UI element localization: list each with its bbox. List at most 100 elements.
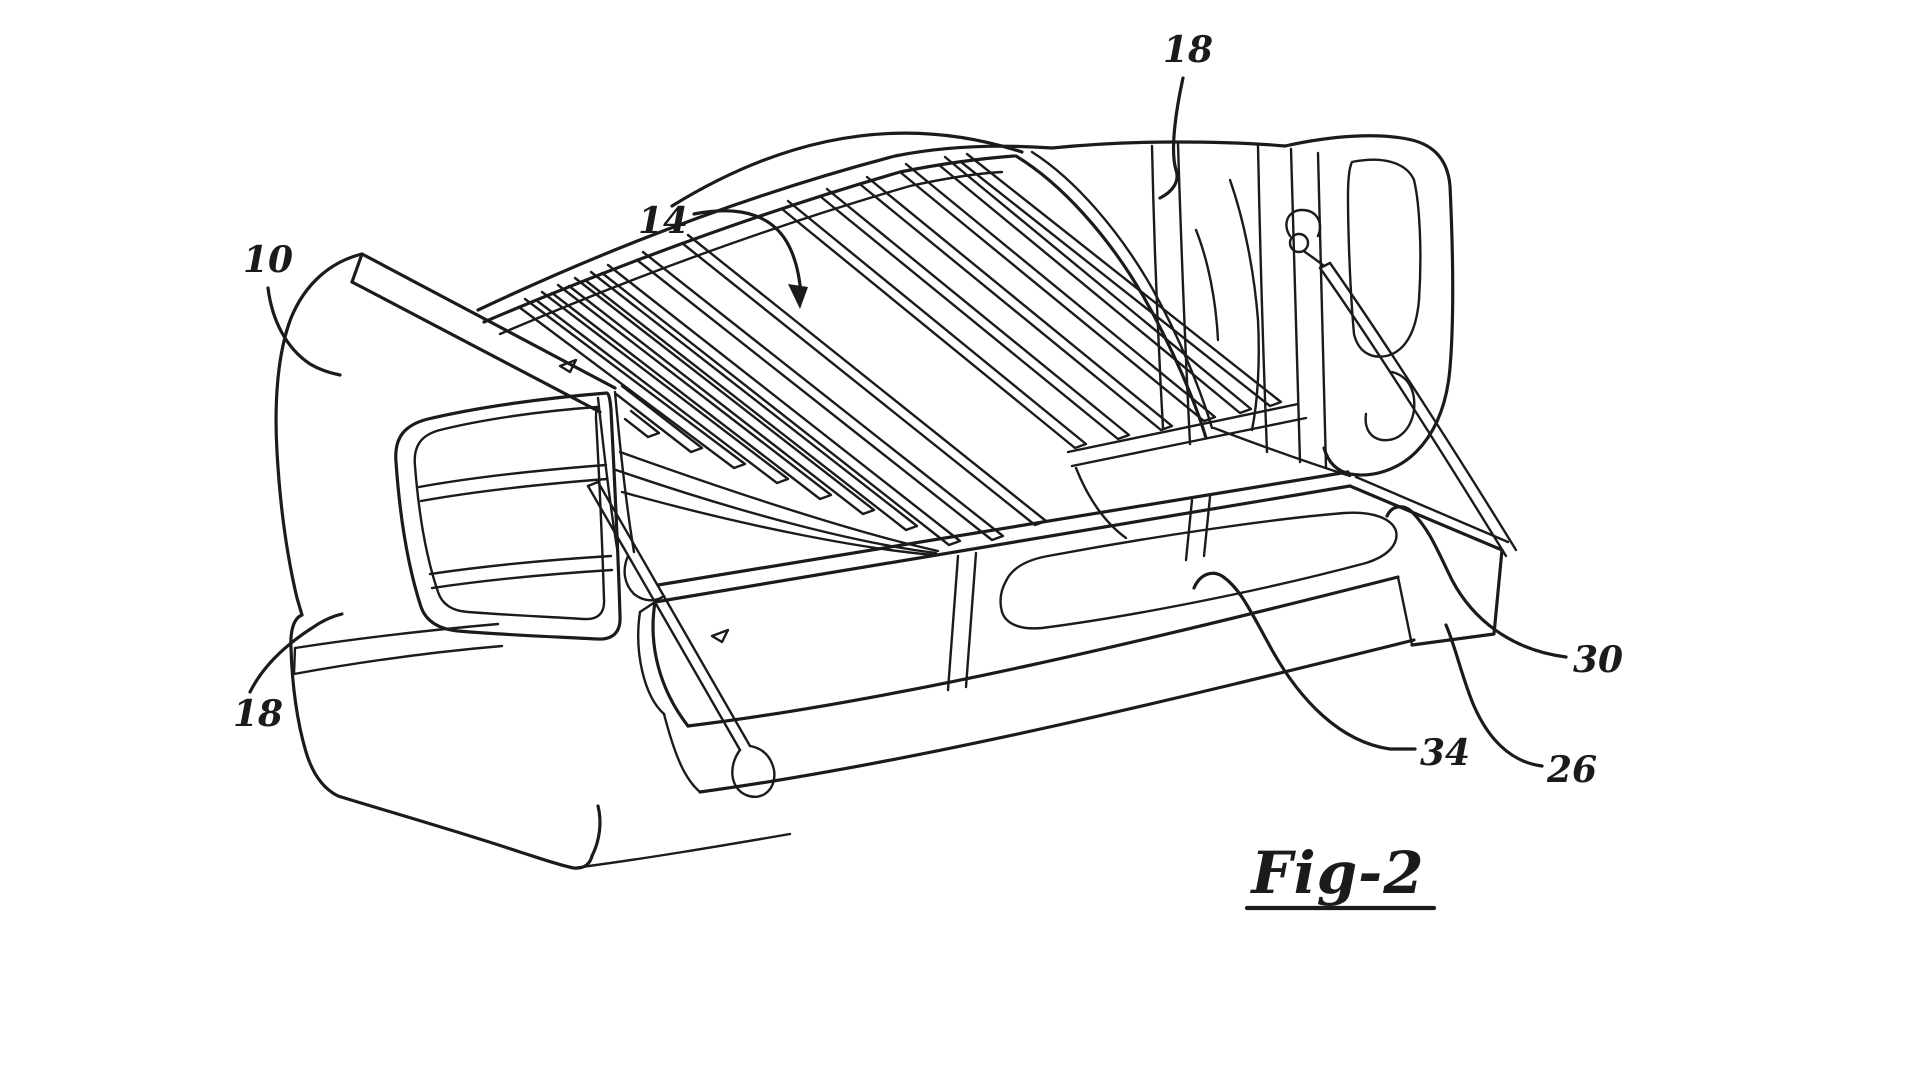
floor-rib (819, 187, 1131, 441)
taillight-left-outer (394, 391, 622, 641)
ref-label-26: 26 (1546, 749, 1597, 791)
annotations: 18 10 14 18 30 34 26 Fig-2 (233, 29, 1623, 911)
floor-rib (898, 162, 1217, 423)
left-wall-inner-edge-b (596, 396, 620, 556)
tailgate-cables (586, 261, 1518, 798)
bumper-outline (289, 613, 594, 870)
stake-pocket-mark (558, 358, 578, 374)
floor-rib (937, 155, 1253, 415)
right-sill-lower (1070, 416, 1308, 468)
tailgate-left-edge (651, 600, 690, 728)
floor-rib (567, 276, 876, 516)
pillar-detail-b (1228, 178, 1260, 432)
floor-rib (534, 290, 790, 485)
left-rail-end-cap (350, 252, 364, 284)
left-cable-top-cap (586, 480, 600, 488)
ref-label-10: 10 (243, 239, 293, 281)
leader-14-arrowhead (788, 284, 808, 309)
cable-anchor-link (1303, 250, 1326, 268)
bed-floor (517, 152, 1283, 644)
floor-rib (959, 152, 1283, 408)
tailgate-left-cap-outer (637, 610, 666, 716)
ref-label-18-left: 18 (233, 693, 283, 735)
leader-18-left (248, 612, 344, 694)
floor-rib (600, 263, 962, 547)
taillight-divider-1b (419, 477, 609, 503)
sill-line-2 (614, 468, 938, 555)
right-latch-pocket-edge (1074, 466, 1128, 540)
underbody-sweep (572, 832, 792, 870)
right-cable-line-b (1328, 261, 1518, 552)
ref-label-18-top: 18 (1163, 29, 1213, 71)
pillar-line-4 (1289, 147, 1302, 464)
tailgate-seam-b (964, 551, 978, 689)
right-rail-top-edge (1050, 140, 1287, 150)
left-rail-inner-edge (350, 280, 602, 414)
tailgate-seam-d (1202, 495, 1212, 558)
sill-line-3 (620, 490, 936, 557)
floor-rib (623, 409, 661, 439)
taillight-divider-2a (428, 554, 613, 576)
leader-10 (266, 286, 342, 377)
tailgate-seam-c (1184, 498, 1194, 562)
right-cable-line-a (1318, 266, 1508, 558)
left-cable-end-loop (731, 744, 776, 798)
floor-rib (635, 250, 1005, 542)
bed-right-side (1014, 134, 1455, 540)
tailgate-seam-a (946, 554, 960, 692)
tailgate-hinge-edge-inner (653, 484, 1352, 604)
tailgate-front-face-bottom (698, 638, 1416, 794)
left-cable-line-a (586, 484, 742, 752)
bulkhead-top-edge (476, 144, 1054, 312)
leader-18-top (1158, 76, 1185, 200)
bumper-top-band-lower (292, 644, 504, 676)
taillight-right-lower-detail (1364, 370, 1416, 442)
striker-ring (1288, 232, 1310, 254)
right-cable-top-cap (1318, 261, 1332, 270)
bed-left-side (274, 252, 792, 870)
pillar-line-5 (1316, 151, 1328, 470)
front-bulkhead (476, 131, 1054, 336)
left-cable-line-b (596, 480, 752, 748)
bumper-top-band-upper (293, 622, 500, 650)
tailgate-hinge-edge-outer (656, 470, 1350, 587)
left-wall-inner-edge-a (613, 390, 636, 554)
bumper-band-cap (292, 646, 297, 676)
tailgate-left-cap-top (638, 600, 657, 614)
tailgate-left-cap-bottom (662, 712, 702, 794)
drain-hole-mark (710, 628, 730, 644)
tailgate-right-cap-rim (1354, 475, 1510, 544)
right-inner-wall-edge-a (1014, 154, 1208, 440)
left-wall-outer-contour (274, 252, 364, 617)
tailgate-front-edge (686, 575, 1400, 728)
leader-34 (1192, 571, 1417, 751)
floor-rib (517, 297, 747, 470)
leader-26 (1444, 623, 1544, 768)
bumper-right-end (590, 804, 602, 858)
striker-hook (1285, 208, 1322, 238)
tailgate-recess-outline (999, 511, 1398, 630)
floor-rib (550, 283, 833, 501)
cab-hump-curve (670, 131, 1024, 208)
floor-rib (780, 199, 1088, 450)
floor-rib (614, 384, 704, 454)
ref-label-30: 30 (1573, 639, 1623, 681)
right-inner-wall-edge-b (1030, 150, 1214, 430)
pillar-line-3 (1256, 144, 1269, 454)
floor-rib (859, 175, 1174, 432)
right-sill-upper (1066, 402, 1300, 454)
right-pillar-base-edge (1212, 426, 1352, 478)
floor-rib (583, 270, 919, 532)
left-hinge-bracket (623, 554, 666, 602)
taillight-right-inner (1346, 158, 1422, 358)
taillight-divider-1a (417, 463, 608, 489)
taillight-divider-2b (430, 568, 614, 590)
leader-30 (1385, 505, 1568, 659)
taillight-right-outer (1283, 134, 1455, 477)
tailgate-right-seam (1396, 575, 1414, 647)
tailgate-open (637, 470, 1510, 794)
pillar-line-2 (1176, 142, 1192, 446)
pillar-line-1 (1150, 144, 1165, 430)
